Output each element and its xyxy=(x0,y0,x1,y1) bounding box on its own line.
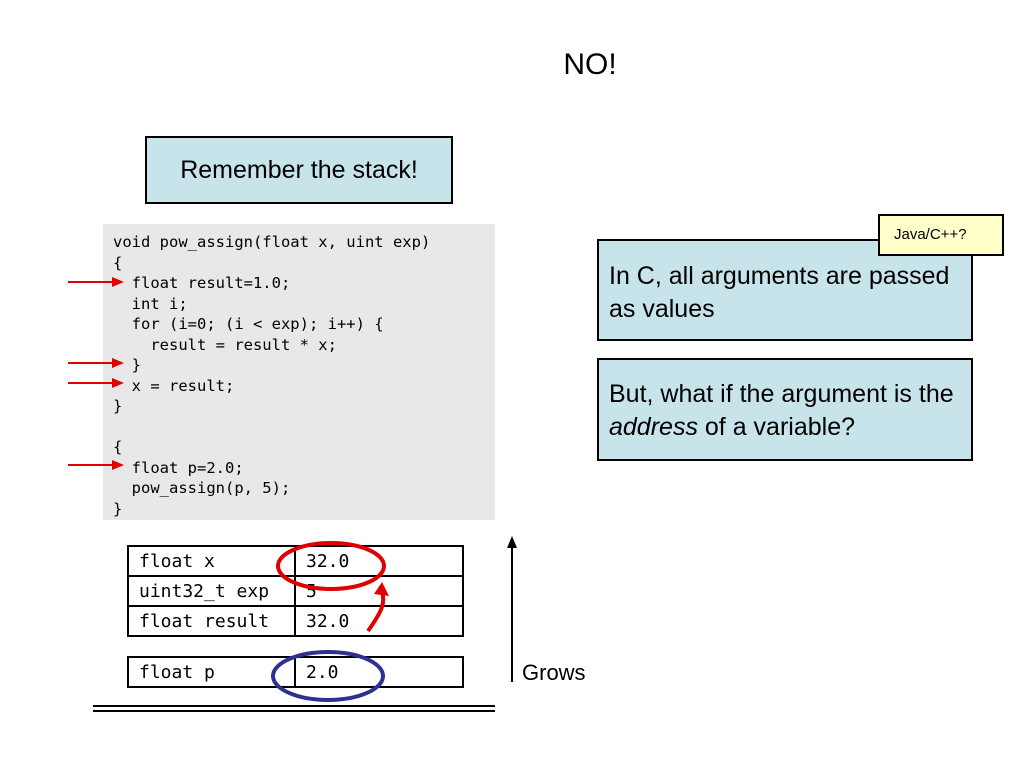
java-cpp-note: Java/C++? xyxy=(878,214,1004,256)
code-line: } xyxy=(113,356,141,374)
info-text-emphasis: address xyxy=(609,413,698,441)
note-text: Java/C++? xyxy=(894,226,967,243)
table-row: float x 32.0 xyxy=(127,545,464,577)
address-question-box: But, what if the argument is the address… xyxy=(597,358,973,461)
stack-var-value: 32.0 xyxy=(294,605,464,637)
stack-var-value: 2.0 xyxy=(294,656,464,688)
code-line: float result=1.0; xyxy=(113,274,291,292)
code-line: result = result * x; xyxy=(113,335,337,354)
table-row: float result 32.0 xyxy=(127,605,464,637)
info-text-after: of a variable? xyxy=(697,413,855,441)
execution-arrow-icon xyxy=(68,277,124,287)
stack-base-line xyxy=(93,710,495,712)
code-line: int i; xyxy=(113,294,188,313)
stack-base-line xyxy=(93,705,495,707)
remember-the-stack-box: Remember the stack! xyxy=(145,136,453,204)
code-line: for (i=0; (i < exp); i++) { xyxy=(113,315,384,333)
stack-var-name: float result xyxy=(127,605,296,637)
callee-stack-frame: float x 32.0 uint32_t exp 5 float result… xyxy=(127,545,464,637)
code-line: } xyxy=(113,397,123,415)
execution-arrow-icon xyxy=(68,358,124,368)
stack-var-name: uint32_t exp xyxy=(127,575,296,607)
code-line: x = result; xyxy=(113,376,235,395)
info-text: In C, all arguments are passed as values xyxy=(609,262,950,323)
code-line: { xyxy=(113,438,123,456)
code-line xyxy=(113,417,495,438)
code-line: void pow_assign(float x, uint exp) xyxy=(113,233,431,251)
stack-var-name: float p xyxy=(127,656,296,688)
stack-var-value: 32.0 xyxy=(294,545,464,577)
grows-arrow-icon xyxy=(507,536,517,548)
caller-stack-frame: float p 2.0 xyxy=(127,656,464,688)
code-block: void pow_assign(float x, uint exp) { flo… xyxy=(103,224,495,520)
grows-label: Grows xyxy=(522,660,586,685)
code-line: float p=2.0; xyxy=(113,458,244,477)
code-line: pow_assign(p, 5); xyxy=(113,479,291,497)
stack-var-name: float x xyxy=(127,545,296,577)
remember-text: Remember the stack! xyxy=(180,155,418,184)
code-line: { xyxy=(113,253,123,272)
code-line: } xyxy=(113,499,123,518)
stack-var-value: 5 xyxy=(294,575,464,607)
table-row: float p 2.0 xyxy=(127,656,464,688)
execution-arrow-icon xyxy=(68,378,124,388)
info-text-before: But, what if the argument is the xyxy=(609,380,954,408)
slide-title: NO! xyxy=(563,48,617,81)
pass-by-value-box: In C, all arguments are passed as values xyxy=(597,239,973,341)
execution-arrow-icon xyxy=(68,460,124,470)
table-row: uint32_t exp 5 xyxy=(127,575,464,607)
